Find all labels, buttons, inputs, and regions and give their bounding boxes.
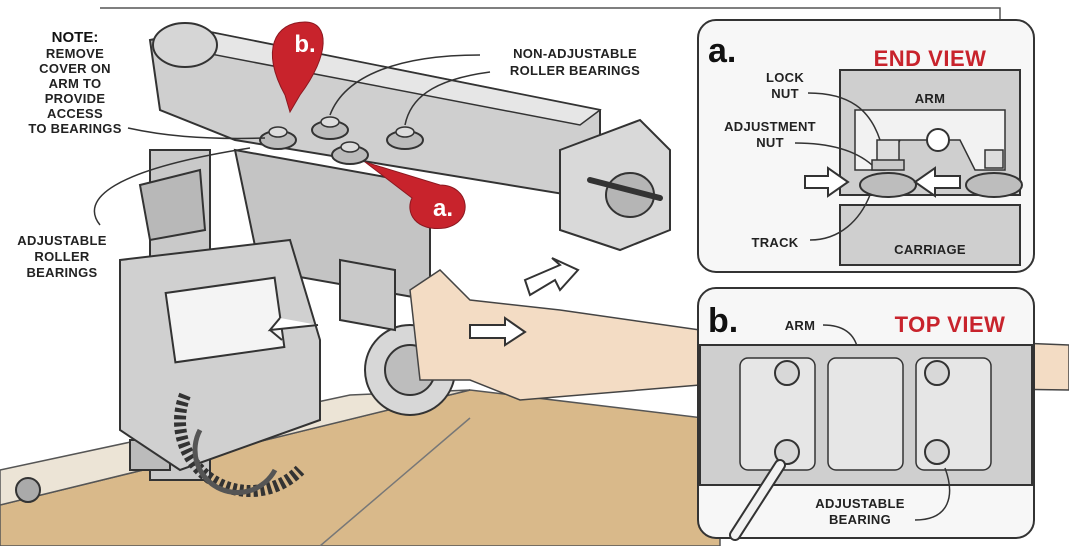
bearing-nut-4 <box>395 126 415 138</box>
yoke-handle <box>138 168 207 242</box>
lock-nut-label-1: LOCK <box>766 70 804 85</box>
note-line-3: ARM TO <box>49 76 102 91</box>
roller-bearings <box>259 116 424 165</box>
adjustable-label-1: ADJUSTABLE <box>17 233 106 248</box>
note-leader <box>127 127 266 140</box>
note-heading: NOTE: <box>52 29 99 46</box>
adjustable-label-group: ADJUSTABLE ROLLER BEARINGS <box>17 147 251 280</box>
adjustable-leader <box>93 147 251 226</box>
motion-arrow-right <box>469 316 527 347</box>
motion-arrow-up <box>523 257 580 297</box>
inset-b-letter: b. <box>708 302 738 340</box>
lock-nut-leader <box>807 92 881 141</box>
end-view-arm-hole <box>926 128 950 152</box>
guard-label-plate <box>164 276 286 364</box>
motor-mount <box>339 258 396 332</box>
inset-a-title: END VIEW <box>874 46 987 71</box>
end-view-bearing-right <box>965 172 1023 198</box>
anti-kickback <box>192 428 278 495</box>
note-line-6: TO BEARINGS <box>28 121 121 136</box>
note-line-5: ACCESS <box>47 106 103 121</box>
top-view-nut-2 <box>774 439 800 465</box>
non-adjustable-leader-1 <box>329 54 481 116</box>
end-view-arrow-left <box>913 166 961 198</box>
pull-arrow-left <box>267 317 319 341</box>
lock-nut-shape <box>876 139 900 163</box>
end-view-right-nut <box>984 149 1004 169</box>
non-adjustable-label-group: NON-ADJUSTABLE ROLLER BEARINGS <box>329 46 640 126</box>
top-view-nut-4 <box>924 439 950 465</box>
end-view-bearing-left <box>859 172 917 198</box>
inset-a-end-view: a. END VIEW ARM CARRIAGE LOCK NUT ADJUST… <box>697 19 1035 273</box>
frame-top-edge <box>100 7 1001 20</box>
table-groove <box>319 417 471 547</box>
callout-b-letter: b. <box>294 31 315 58</box>
non-adjustable-label-1: NON-ADJUSTABLE <box>513 46 637 61</box>
callout-a-letter: a. <box>433 195 453 222</box>
adjustment-nut-label-1: ADJUSTMENT <box>724 119 816 134</box>
saw-blade <box>173 392 305 498</box>
note-block: NOTE: REMOVE COVER ON ARM TO PROVIDE ACC… <box>28 29 266 140</box>
adjustable-label-3: BEARINGS <box>26 265 97 280</box>
top-view-arm-label: ARM <box>785 318 816 333</box>
lock-nut-label-2: NUT <box>771 86 799 101</box>
inset-a-letter: a. <box>708 32 736 70</box>
non-adjustable-leader-2 <box>404 71 491 126</box>
adjustable-bearing-leader <box>914 467 951 521</box>
end-view-carriage <box>839 204 1021 266</box>
adjustable-bearing-label-2: BEARING <box>829 512 891 527</box>
table-knob <box>15 477 41 503</box>
top-view-nut-3 <box>924 360 950 386</box>
arm-crank-handle <box>587 177 663 201</box>
inset-b-title: TOP VIEW <box>895 312 1006 337</box>
adjustable-bearing-label-1: ADJUSTABLE <box>815 496 904 511</box>
note-line-1: REMOVE <box>46 46 104 61</box>
note-line-2: COVER ON <box>39 61 111 76</box>
bearing-nut-3 <box>340 141 360 153</box>
adjustment-nut-shape <box>871 159 905 171</box>
top-view-nut-1 <box>774 360 800 386</box>
end-view-arrow-right <box>804 166 850 198</box>
track-leader <box>809 194 871 241</box>
callout-b-marker <box>271 21 324 114</box>
top-view-pocket-2 <box>827 357 904 471</box>
wrench-handle-inner <box>731 461 784 539</box>
callout-a-marker <box>364 161 466 229</box>
bearing-nut-1 <box>268 126 288 138</box>
adjustment-nut-label-2: NUT <box>756 135 784 150</box>
bearing-nut-2 <box>320 116 340 128</box>
note-line-4: PROVIDE <box>45 91 106 106</box>
inset-b-top-view: b. TOP VIEW ARM ADJUSTABLE BEARING <box>697 287 1035 541</box>
end-view-carriage-label: CARRIAGE <box>894 242 966 257</box>
end-view-arm-label: ARM <box>915 91 946 106</box>
track-label: TRACK <box>752 235 799 250</box>
non-adjustable-label-2: ROLLER BEARINGS <box>510 63 640 78</box>
adjustment-nut-leader <box>794 142 873 166</box>
arm-pivot-cap <box>152 22 218 68</box>
adjustable-label-2: ROLLER <box>34 249 90 264</box>
